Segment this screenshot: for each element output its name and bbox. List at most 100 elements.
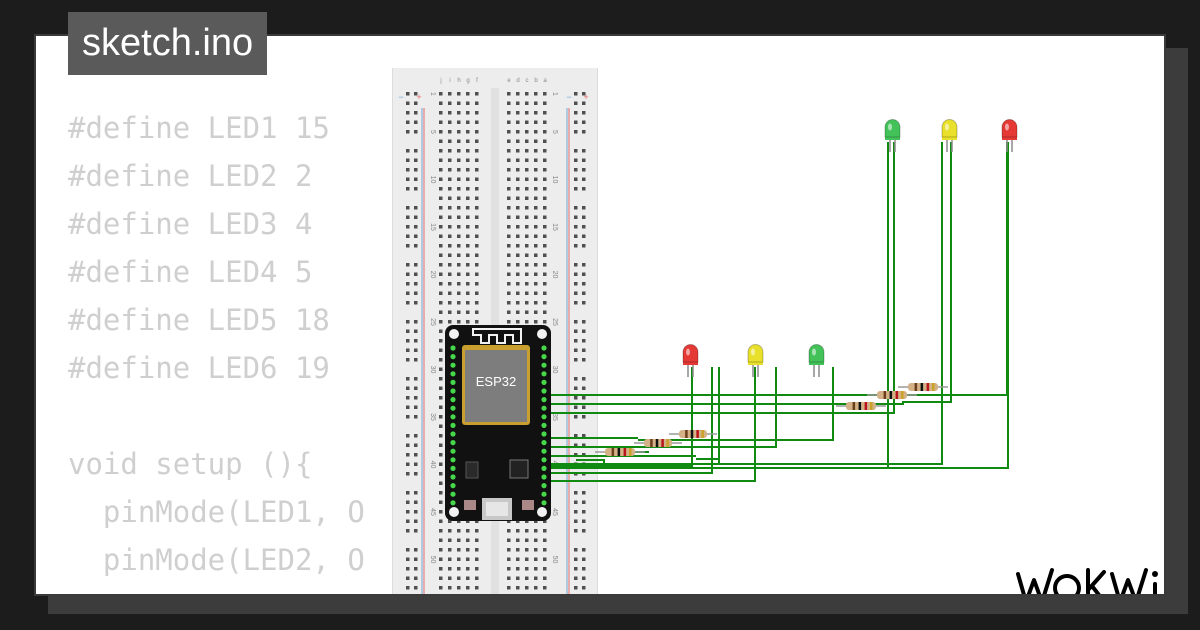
esp32-pin[interactable] [541, 474, 547, 480]
esp32-pin[interactable] [541, 362, 547, 368]
row-label: 30 [429, 366, 436, 374]
row-label: 10 [429, 176, 436, 184]
preview-card: #define LED1 15 #define LED2 2 #define L… [34, 34, 1166, 596]
esp32-pin[interactable] [541, 388, 547, 394]
esp32-pin[interactable] [450, 379, 456, 385]
esp32-pin[interactable] [541, 500, 547, 506]
column-letter: f [476, 78, 478, 84]
column-letter: d [516, 78, 519, 84]
code-line: #define LED6 19 [68, 351, 330, 385]
wire[interactable] [547, 142, 895, 414]
esp32-pin[interactable] [541, 379, 547, 385]
esp32-pin[interactable] [541, 422, 547, 428]
code-line: pinMode(LED1, O [68, 495, 365, 529]
esp32-pin[interactable] [541, 457, 547, 463]
row-label: 25 [429, 318, 436, 326]
wire[interactable] [547, 367, 756, 482]
row-label: 10 [551, 176, 558, 184]
esp32-pin[interactable] [541, 448, 547, 454]
esp32-pin[interactable] [450, 457, 456, 463]
row-label: 1 [551, 92, 558, 96]
esp32-pin[interactable] [541, 354, 547, 360]
esp32-pin[interactable] [450, 345, 456, 351]
wire[interactable] [547, 367, 693, 467]
file-tab[interactable]: sketch.ino [68, 12, 268, 75]
wire[interactable] [547, 367, 834, 441]
esp32-pin[interactable] [450, 474, 456, 480]
esp32-pin[interactable] [450, 491, 456, 497]
column-letter: g [466, 78, 469, 84]
esp32-pin[interactable] [450, 422, 456, 428]
esp32-pin[interactable] [541, 397, 547, 403]
row-label: 35 [429, 413, 436, 421]
row-label: 1 [429, 92, 436, 96]
esp32-pin[interactable] [450, 388, 456, 394]
led-5[interactable] [1001, 119, 1018, 152]
resistor[interactable] [836, 402, 886, 410]
code-line: pinMode(LED3, O [68, 591, 365, 594]
row-label: 15 [429, 223, 436, 231]
led-3[interactable] [884, 119, 901, 152]
esp32-pin[interactable] [541, 483, 547, 489]
code-line: #define LED2 2 [68, 159, 313, 193]
wire[interactable] [576, 142, 889, 469]
column-letter: h [457, 78, 460, 84]
wokwi-logo [1016, 568, 1158, 594]
wire[interactable] [547, 142, 1009, 469]
wire[interactable] [547, 367, 777, 448]
esp32-pin[interactable] [450, 440, 456, 446]
resistor[interactable] [867, 391, 917, 399]
esp32-pin[interactable] [450, 405, 456, 411]
led-2[interactable] [808, 344, 825, 378]
row-label: 15 [551, 223, 558, 231]
esp32-pin[interactable] [541, 405, 547, 411]
column-letter: i [449, 78, 450, 84]
esp32-pin[interactable] [450, 448, 456, 454]
led-0[interactable] [682, 344, 699, 378]
circuit-canvas[interactable]: ESP32 [36, 36, 1166, 596]
row-label: 30 [551, 366, 558, 374]
esp32-pin[interactable] [450, 483, 456, 489]
rail-sign: + [583, 92, 588, 102]
row-label: 5 [551, 130, 558, 134]
esp32-pin[interactable] [450, 362, 456, 368]
row-label: 5 [429, 130, 436, 134]
esp32-pin[interactable] [541, 414, 547, 420]
esp32-pin[interactable] [450, 397, 456, 403]
code-line: pinMode(LED2, O [68, 543, 365, 577]
esp32-pin[interactable] [450, 371, 456, 377]
code-line: #define LED1 15 [68, 111, 330, 145]
esp32-pin[interactable] [541, 345, 547, 351]
wire[interactable] [547, 142, 943, 465]
column-letter: a [543, 78, 547, 84]
esp32-pin[interactable] [541, 491, 547, 497]
code-line: #define LED5 18 [68, 303, 330, 337]
esp32-pin[interactable] [450, 465, 456, 471]
led-4[interactable] [941, 119, 958, 152]
resistors [595, 383, 948, 456]
resistor[interactable] [634, 439, 682, 447]
row-label: 20 [429, 271, 436, 279]
esp32-board[interactable]: ESP32 [445, 325, 551, 521]
column-letter: c [526, 78, 529, 84]
wire[interactable] [547, 142, 1008, 396]
resistor[interactable] [669, 430, 717, 438]
wire[interactable] [547, 367, 713, 474]
esp32-pin[interactable] [541, 371, 547, 377]
esp32-label: ESP32 [476, 374, 516, 389]
code-line: #define LED4 5 [68, 255, 313, 289]
esp32-pin[interactable] [541, 431, 547, 437]
led-1[interactable] [747, 344, 764, 378]
esp32-pin[interactable] [450, 414, 456, 420]
resistor[interactable] [898, 383, 948, 391]
esp32-pin[interactable] [450, 354, 456, 360]
esp32-pin[interactable] [541, 465, 547, 471]
row-label: 20 [551, 271, 558, 279]
resistor[interactable] [595, 448, 645, 456]
esp32-pin[interactable] [450, 431, 456, 437]
wire[interactable] [547, 142, 952, 405]
esp32-pins[interactable] [450, 345, 547, 506]
leds [682, 119, 1018, 378]
esp32-pin[interactable] [450, 500, 456, 506]
esp32-pin[interactable] [541, 440, 547, 446]
